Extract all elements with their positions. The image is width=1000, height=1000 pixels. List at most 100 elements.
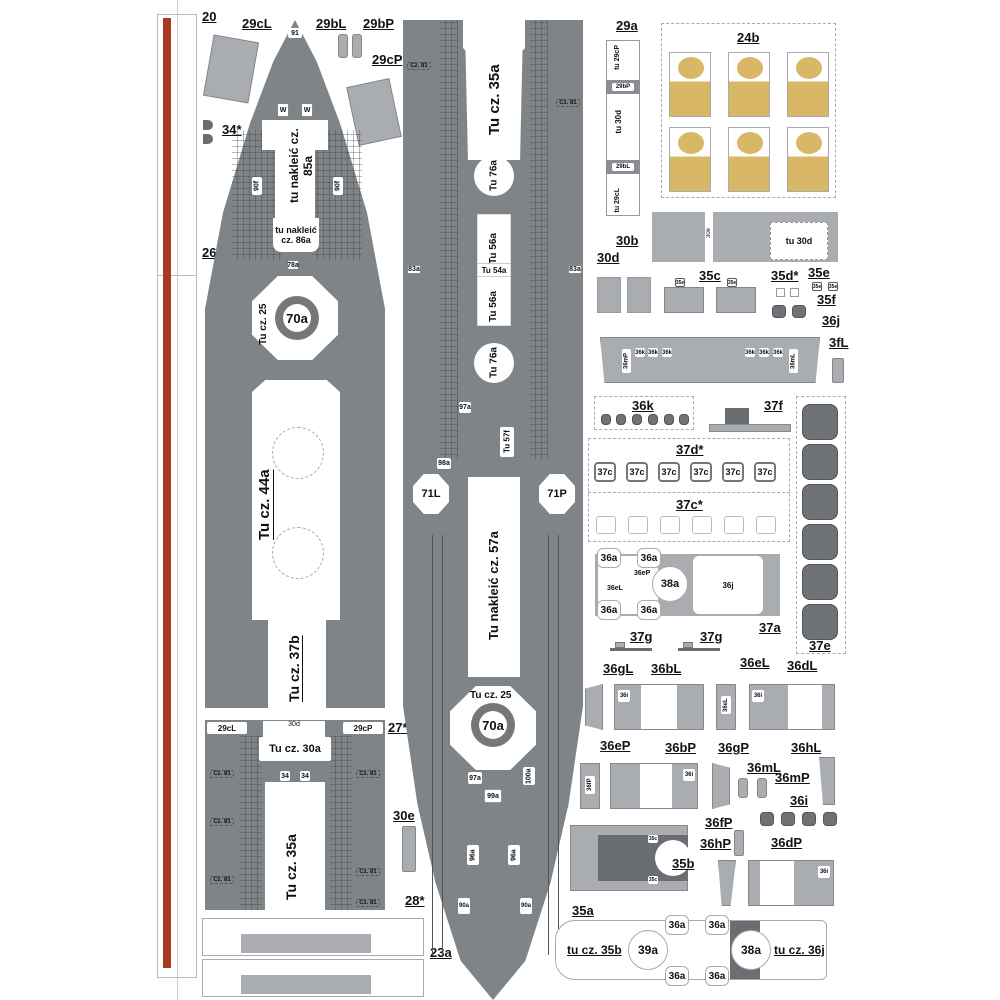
stern-tu54a: Tu 54a (477, 263, 511, 277)
mid-cz81-3: Cz. 81 (210, 876, 234, 884)
part-35a-39a: 39a (628, 930, 668, 970)
part-37a-36j-text: 36j (722, 580, 734, 590)
stern-hatch-left (440, 20, 458, 460)
part-36bP-center (640, 764, 672, 808)
label-36bP: 36bP (665, 740, 697, 755)
label-35c: 35c (699, 268, 721, 283)
part-36gP (712, 763, 730, 809)
part-37g-2-top (683, 642, 693, 648)
bow-78a: 78a (287, 260, 299, 270)
stern-90a-1: 90a (458, 898, 470, 914)
part-35d-2 (790, 288, 799, 297)
part-35a-38a: 38a (731, 930, 771, 970)
label-36eL: 36eL (740, 655, 770, 670)
part-30e (402, 826, 416, 872)
part-36i-2 (781, 812, 795, 826)
label-35e: 35e (808, 265, 830, 280)
part-37e-3 (802, 484, 838, 520)
part-36k-2 (616, 414, 626, 425)
part-35e-1: 35e (812, 282, 822, 291)
bow-sticker-37b (268, 620, 326, 708)
part-29cL (202, 34, 260, 104)
part-36j-36k-4: 36k (745, 348, 756, 357)
stern-tu57a-text: Tu nakleić cz. 57a (486, 531, 501, 640)
part-37a-38a: 38a (652, 566, 688, 602)
bow-90f-right: 90f (333, 177, 343, 195)
label-37a: 37a (759, 620, 781, 635)
stern-83a-left: 83a (407, 265, 421, 274)
stern-tu35a-text: Tu cz. 35a (486, 64, 503, 135)
mid-29cP: 29cP (343, 722, 383, 734)
part-30b-gap (705, 212, 713, 262)
part-37c-d-5: 37c (722, 462, 744, 482)
bow-sticker-86a-text: tu nakleić cz. 86a (275, 225, 317, 245)
label-36gP: 36gP (718, 740, 750, 755)
label-36eP: 36eP (600, 738, 631, 753)
part-35f-2 (792, 305, 806, 318)
label-28: 28* (405, 893, 425, 908)
part-24b-frame (661, 23, 836, 198)
part-37a-36a-2: 36a (637, 548, 661, 568)
mid-29cL: 29cL (207, 722, 247, 734)
part-30b-30e: 30e (706, 228, 712, 239)
stern-cz81-2: Cz. 81 (556, 99, 580, 107)
bow-tip-91: 91 (288, 28, 302, 38)
part-37c-6 (756, 516, 776, 534)
mid-hatch-left (240, 735, 262, 910)
label-36mL: 36mL (747, 760, 781, 775)
stern-96a-1: 96a (467, 845, 479, 865)
label-29cL: 29cL (242, 16, 272, 31)
label-37g-2: 37g (700, 629, 723, 644)
part-37c-d-2: 37c (626, 462, 648, 482)
part-37a-36eP-text: 36eP (634, 570, 651, 577)
stern-sticker-35a (463, 20, 525, 160)
part-29a-29bP: 29bP (606, 80, 640, 94)
bow-sticker-44a (252, 380, 340, 620)
stern-99a: 99a (484, 789, 502, 803)
label-30d: 30d (597, 250, 620, 265)
part-37c-d-4: 37c (690, 462, 712, 482)
label-36hP: 36hP (700, 836, 732, 851)
label-37d: 37d* (676, 442, 704, 457)
part-35c-1 (664, 287, 704, 313)
label-29a: 29a (616, 18, 638, 33)
stern-tu25-text: Tu cz. 25 (470, 690, 512, 701)
label-37e: 37e (809, 638, 831, 653)
label-36bL: 36bL (651, 661, 682, 676)
label-30b: 30b (616, 233, 639, 248)
stern-90a-2: 90a (520, 898, 532, 914)
part-24b-6 (787, 127, 829, 192)
stern-rail-right-2 (558, 535, 560, 955)
part-37d-divider (588, 492, 790, 493)
part-35b-35c-2: 35c (648, 876, 658, 884)
part-23a-2-fill (241, 975, 371, 994)
stern-tu76a-2: Tu 76a (474, 343, 514, 383)
label-35f: 35f (817, 292, 836, 307)
stern-rail-left-2 (442, 535, 444, 955)
bow-tu37b-text: Tu cz. 37b (286, 635, 302, 702)
part-29a-29bL: 29bL (606, 160, 640, 174)
part-36i-3 (802, 812, 816, 826)
label-30e: 30e (393, 808, 415, 823)
part-37a-36j-area: 36j (693, 556, 763, 614)
part-37c-4 (692, 516, 712, 534)
part-35a-36a-1: 36a (665, 915, 689, 935)
part-37c-d-1: 37c (594, 462, 616, 482)
part-37c-5 (724, 516, 744, 534)
label-36gL: 36gL (603, 661, 634, 676)
part-34-b (203, 134, 213, 144)
mid-34b: 34 (300, 771, 310, 781)
part-23a-1 (202, 918, 424, 956)
part-30b-window: tu 30d (770, 222, 828, 260)
part-37c-d-3: 37c (658, 462, 680, 482)
stern-tu56a-1: Tu 56a (488, 233, 499, 264)
part-35a-36a-2: 36a (705, 915, 729, 935)
part-35a-tu36j: tu cz. 36j (774, 943, 825, 957)
mid-cz81-1: Cz. 81 (210, 770, 234, 778)
label-36j: 36j (822, 313, 841, 328)
label-27: 27* (388, 720, 408, 735)
part-36dL-center (788, 685, 822, 729)
part-37f-block (725, 408, 749, 426)
part-23a-2 (202, 959, 424, 997)
part-37d-frame (588, 438, 790, 542)
